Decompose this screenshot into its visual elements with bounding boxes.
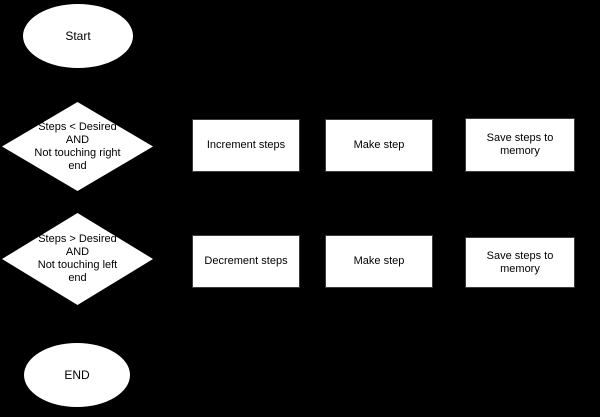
process-decrement-steps-label: Decrement steps	[204, 255, 288, 267]
process-make-step-top-node: Make step	[325, 119, 433, 172]
start-node: Start	[23, 4, 133, 68]
decision-steps-less-label: Steps < Desired AND Not touching right e…	[34, 120, 121, 172]
start-node-label: Start	[65, 29, 91, 43]
decision-steps-greater-label: Steps > Desired AND Not touching left en…	[37, 233, 118, 284]
end-node-label: END	[64, 368, 90, 382]
diamond-shape	[2, 213, 153, 305]
process-decrement-steps-node: Decrement steps	[192, 235, 300, 288]
process-make-step-bottom-node: Make step	[325, 235, 433, 288]
process-save-steps-bottom-node: Save steps to memory	[465, 237, 575, 288]
process-make-step-bottom-label: Make step	[353, 255, 405, 267]
process-save-steps-top-label: Save steps to memory	[486, 132, 554, 157]
decision-steps-greater-node: Steps > Desired AND Not touching left en…	[2, 213, 153, 305]
end-node: END	[24, 343, 130, 407]
process-save-steps-bottom-label: Save steps to memory	[486, 249, 554, 275]
diamond-shape	[2, 102, 153, 191]
decision-steps-less-node: Steps < Desired AND Not touching right e…	[2, 102, 153, 191]
process-save-steps-top-node: Save steps to memory	[465, 118, 575, 172]
process-increment-steps-node: Increment steps	[192, 119, 300, 172]
process-make-step-top-label: Make step	[353, 139, 405, 151]
process-increment-steps-label: Increment steps	[206, 139, 286, 151]
